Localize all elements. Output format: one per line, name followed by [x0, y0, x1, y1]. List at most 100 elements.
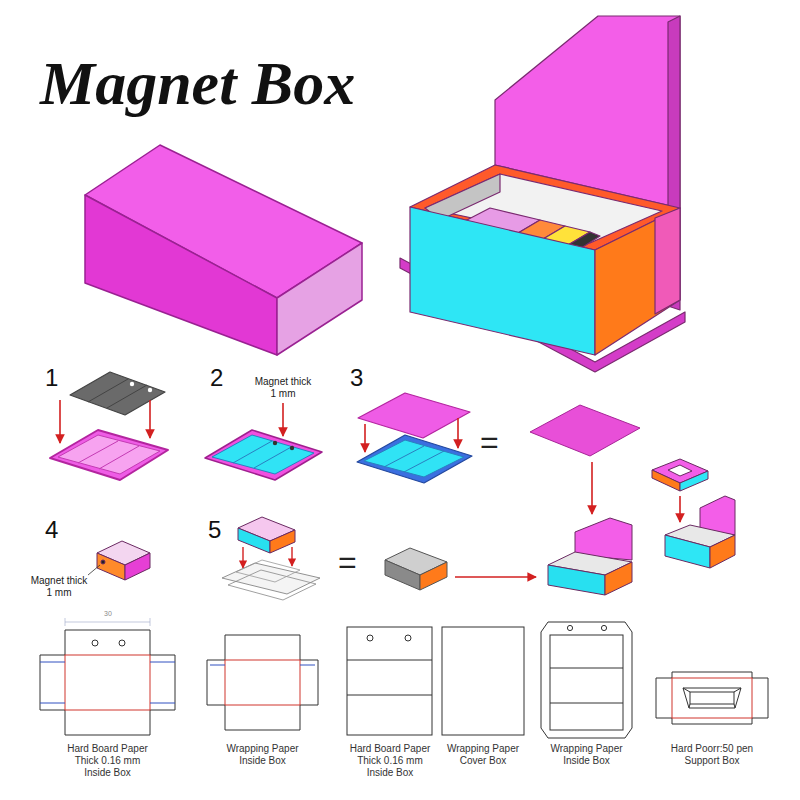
dieline-5-part	[601, 625, 606, 630]
step-4-figure-part	[88, 565, 100, 575]
assembled-box	[548, 518, 632, 595]
step-2-figure-part	[233, 441, 272, 463]
dieline-3-part	[347, 695, 432, 696]
step-1-figure-part	[59, 400, 61, 443]
callout-number: 5	[208, 516, 221, 544]
callout-number: 2	[210, 364, 223, 392]
open-box-part	[595, 208, 680, 355]
step-1-figure-part	[78, 441, 118, 463]
step-1-figure-part	[58, 435, 160, 474]
dieline-panel: Wrapping Paper Inside Box	[539, 620, 634, 767]
step-2-figure	[205, 403, 322, 480]
step-5-figure-part	[291, 547, 292, 566]
dieline-1	[40, 618, 175, 735]
step-4-figure	[88, 541, 150, 580]
closed-box-part	[85, 195, 277, 355]
step-2-figure-part	[205, 430, 322, 480]
callout-number: 3	[350, 364, 363, 392]
dieline-5-part	[567, 625, 572, 630]
dieline-2-part	[210, 665, 225, 666]
dieline-1-part	[150, 703, 175, 704]
step-3-figure-part	[530, 405, 640, 456]
open-box-part	[655, 208, 680, 314]
dieline-3-part	[347, 627, 432, 735]
dieline-6-part	[656, 672, 768, 724]
step-2-figure-part	[282, 403, 284, 436]
step-1-figure-part	[99, 446, 139, 469]
step-1-figure-part	[148, 388, 152, 392]
step-1-figure-part	[88, 379, 128, 402]
callout-number: 4	[45, 516, 58, 544]
dieline-3-part	[405, 635, 411, 641]
dieline-2-part	[207, 635, 318, 730]
dieline-2-part	[300, 665, 315, 666]
dieline-1-part	[40, 703, 65, 704]
step-3-figure-part	[364, 440, 464, 477]
side-step-figure-part	[668, 465, 692, 476]
dieline-1-part	[65, 618, 66, 626]
dieline-5	[541, 622, 632, 738]
part-caption: Wrapping Paper Inside Box	[544, 743, 629, 767]
side-step-figure	[652, 459, 735, 568]
dieline-1-part	[92, 640, 98, 646]
step-5-figure-part	[385, 560, 420, 590]
dieline-6-part	[689, 704, 690, 708]
step-2-figure-part	[254, 446, 293, 468]
side-step-figure-part	[680, 471, 708, 491]
callout-number: 1	[45, 364, 58, 392]
step-3-figure-part	[364, 424, 366, 452]
step-5-figure	[222, 517, 536, 600]
assembled-box-part	[548, 565, 605, 595]
dieline-6-part	[690, 692, 734, 704]
dieline-2-part	[225, 660, 300, 705]
part-caption: Wrapping Paper Cover Box	[441, 743, 526, 767]
step-5-figure-part	[270, 530, 295, 553]
dieline-5-part	[550, 703, 623, 704]
step-5-figure-part	[455, 576, 536, 578]
side-step-figure-part	[710, 535, 735, 568]
part-note: Magnet thick 1 mm	[30, 575, 88, 598]
dieline-1-part	[40, 662, 65, 663]
dieline-4-part	[442, 627, 524, 735]
title: Magnet Box	[40, 52, 355, 114]
open-box-part	[410, 207, 595, 355]
side-step-figure-part	[652, 470, 680, 491]
dieline-3-part	[347, 660, 432, 661]
dieline-panel: Hard Board Paper Thick 0.16 mm Inside Bo…	[38, 628, 177, 779]
side-step-figure-part	[665, 535, 710, 568]
step-3-figure-part	[457, 418, 459, 448]
step-2-figure-part	[290, 446, 294, 450]
dieline-5-part	[541, 622, 632, 738]
dieline-1-part	[40, 630, 175, 735]
dieline-1-part	[150, 662, 175, 663]
dieline-1-part	[150, 618, 151, 626]
step-5-figure-part	[228, 570, 316, 600]
dieline-6-part	[672, 678, 752, 718]
part-caption: Hard Board Paper Thick 0.16 mm Inside Bo…	[60, 743, 155, 779]
step-1-figure-part	[50, 430, 168, 480]
dieline-6-part	[683, 688, 690, 692]
step-1-figure-part	[130, 382, 134, 386]
dieline-1-part	[65, 655, 150, 710]
part-note: Magnet thick 1 mm	[254, 376, 312, 399]
step-4-figure-part	[97, 553, 125, 580]
dieline-1-part	[65, 622, 150, 623]
dieline-3-part	[367, 635, 373, 641]
dieline-6-part	[683, 688, 741, 708]
step-4-figure-part	[125, 553, 150, 580]
step-5-figure-part	[420, 562, 447, 590]
open-box	[400, 16, 685, 372]
part-caption: Wrapping Paper Inside Box	[220, 743, 305, 767]
dieline-5-part	[550, 635, 623, 730]
equals-sign: =	[480, 424, 499, 461]
dieline-5-part	[550, 668, 623, 669]
step-3-figure-part	[358, 393, 470, 438]
step-5-figure-part	[242, 547, 243, 568]
step-1-figure-part	[107, 385, 147, 408]
step-3-figure	[357, 393, 640, 514]
dimension: 30	[100, 610, 116, 618]
step-4-figure-part	[101, 560, 105, 564]
dieline-panel: Wrapping Paper Inside Box	[205, 633, 320, 767]
dieline-1-part	[119, 640, 125, 646]
closed-box-part	[277, 243, 362, 355]
